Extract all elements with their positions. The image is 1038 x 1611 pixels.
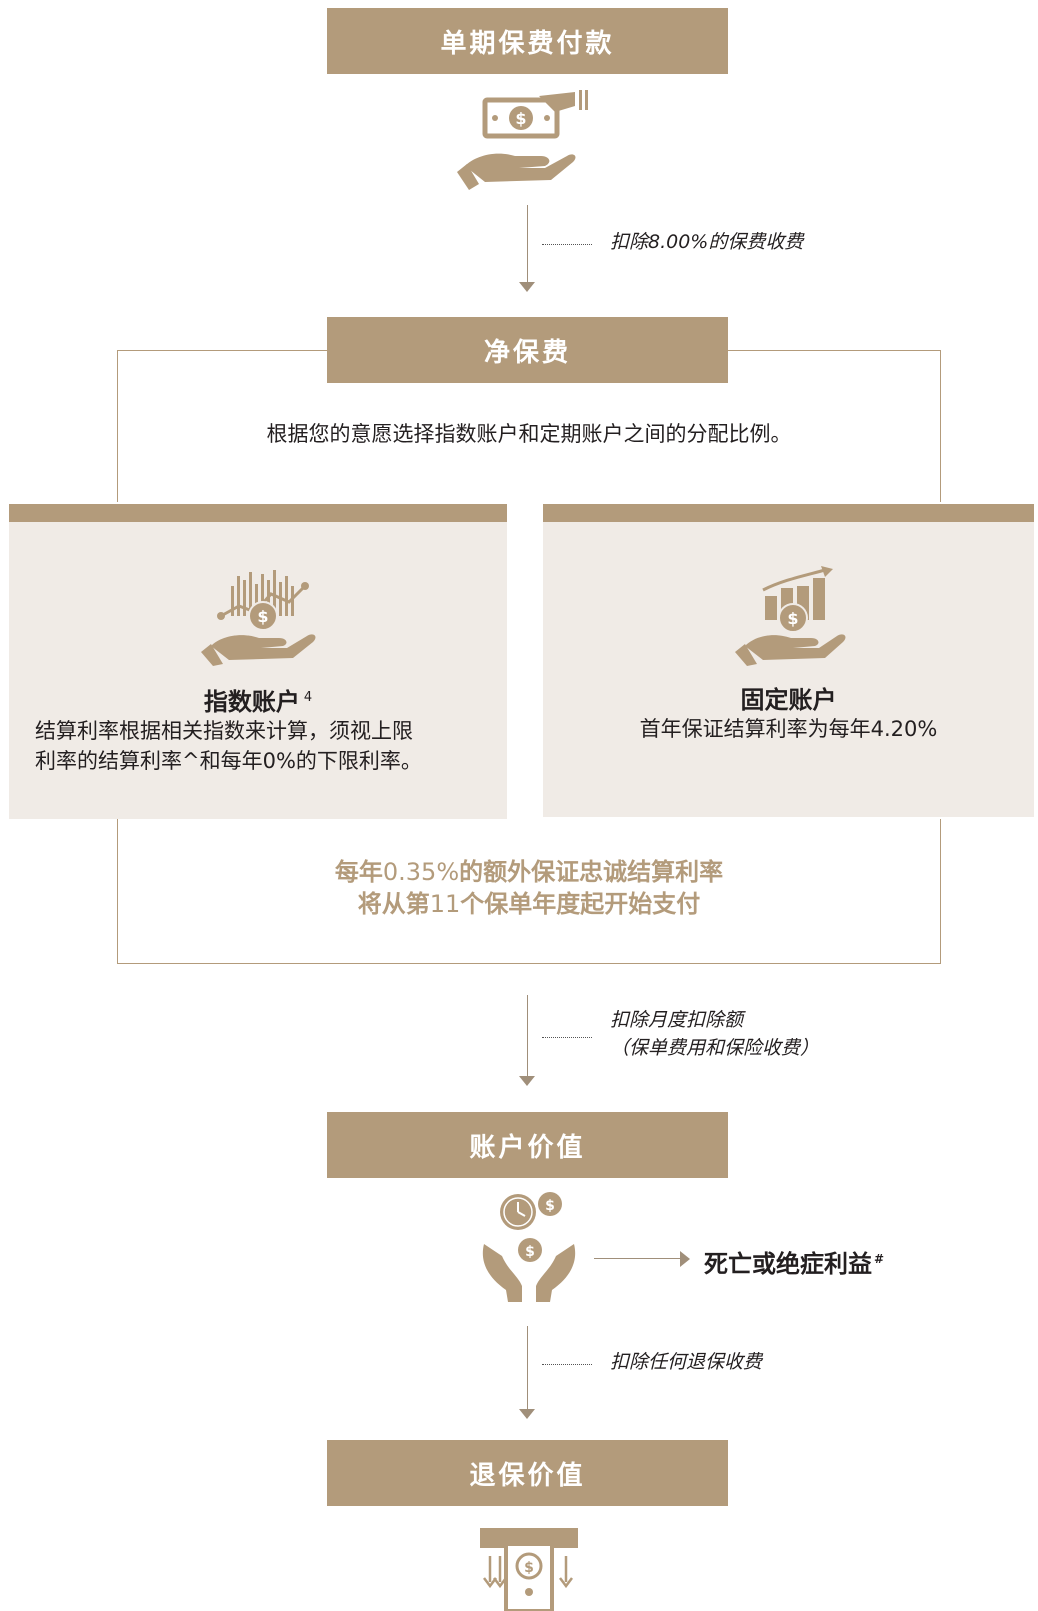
svg-text:$: $ [257, 607, 268, 626]
surrender-value-header: 退保价值 [327, 1440, 728, 1506]
svg-text:$: $ [787, 609, 798, 628]
flow-line-1 [527, 205, 528, 283]
allocation-text: 根据您的意愿选择指数账户和定期账户之间的分配比例。 [266, 422, 792, 446]
svg-text:$: $ [545, 1198, 555, 1214]
money-hand-icon: $ [455, 86, 595, 190]
loyalty-line1: 每年0.35%的额外保证忠诚结算利率 [117, 856, 941, 888]
index-account-line2: 利率的结算利率^和每年0%的下限利率。 [35, 749, 422, 773]
surrender-value-label: 退保价值 [469, 1460, 586, 1491]
svg-text:$: $ [525, 1244, 535, 1260]
index-account-title-text: 指数账户 [203, 688, 300, 716]
net-premium-label: 净保费 [483, 337, 571, 368]
account-value-label: 账户价值 [469, 1132, 586, 1163]
loyalty-line1-b: 0.35% [382, 858, 460, 886]
fixed-account-bar [543, 504, 1034, 522]
death-benefit-text: 死亡或绝症利益 [704, 1250, 872, 1278]
index-account-sup: 4 [303, 690, 313, 705]
cash-withdrawal-icon: $ [478, 1526, 580, 1611]
loyalty-text: 每年0.35%的额外保证忠诚结算利率 将从第11个保单年度起开始支付 [117, 856, 941, 920]
fixed-account-line1: 首年保证结算利率为每年4.20% [639, 717, 938, 741]
death-benefit-label: 死亡或绝症利益# [704, 1244, 884, 1279]
single-premium-label: 单期保费付款 [440, 28, 615, 59]
loyalty-line1-c: 的额外保证忠诚结算利率 [459, 858, 724, 886]
benefit-arrow-line [594, 1258, 684, 1259]
net-premium-header: 净保费 [327, 317, 728, 383]
fixed-account-title: 固定账户 [740, 686, 837, 714]
benefit-arrow-head [680, 1251, 690, 1267]
loyalty-line1-a: 每年 [334, 858, 383, 886]
growth-chart-hand-icon: $ [733, 566, 853, 666]
dotted-leader-2 [542, 1037, 592, 1038]
loyalty-line2: 将从第11个保单年度起开始支付 [117, 888, 941, 920]
flow-line-2 [527, 995, 528, 1077]
loyalty-line2-a: 将从第 [357, 890, 430, 918]
loyalty-frame [117, 819, 941, 964]
index-account-bar [9, 504, 507, 522]
death-benefit-sup: # [874, 1252, 885, 1266]
dotted-leader-3 [542, 1364, 592, 1365]
dotted-leader-1 [542, 244, 592, 245]
premium-charge-note: 扣除8.00%的保费收费 [610, 231, 804, 253]
loyalty-line2-c: 个保单年度起开始支付 [460, 890, 701, 918]
index-chart-hand-icon: $ [199, 566, 329, 666]
single-premium-header: 单期保费付款 [327, 8, 728, 74]
monthly-deduction-note-1: 扣除月度扣除额 [610, 1009, 744, 1031]
flow-line-3 [527, 1326, 528, 1410]
flow-arrow-1 [519, 282, 535, 292]
index-account-line1: 结算利率根据相关指数来计算，须视上限 [35, 719, 413, 743]
clock-coins-hands-icon: $ $ [478, 1190, 578, 1310]
svg-text:$: $ [515, 109, 526, 128]
monthly-deduction-note-2: （保单费用和保险收费） [610, 1037, 820, 1059]
fixed-account-panel: $ 固定账户 首年保证结算利率为每年4.20% [543, 504, 1034, 817]
svg-text:$: $ [524, 1560, 534, 1576]
surrender-charge-note: 扣除任何退保收费 [610, 1351, 763, 1373]
flow-arrow-2 [519, 1076, 535, 1086]
account-value-header: 账户价值 [327, 1112, 728, 1178]
flow-arrow-3 [519, 1409, 535, 1419]
loyalty-line2-b: 11 [429, 890, 461, 918]
